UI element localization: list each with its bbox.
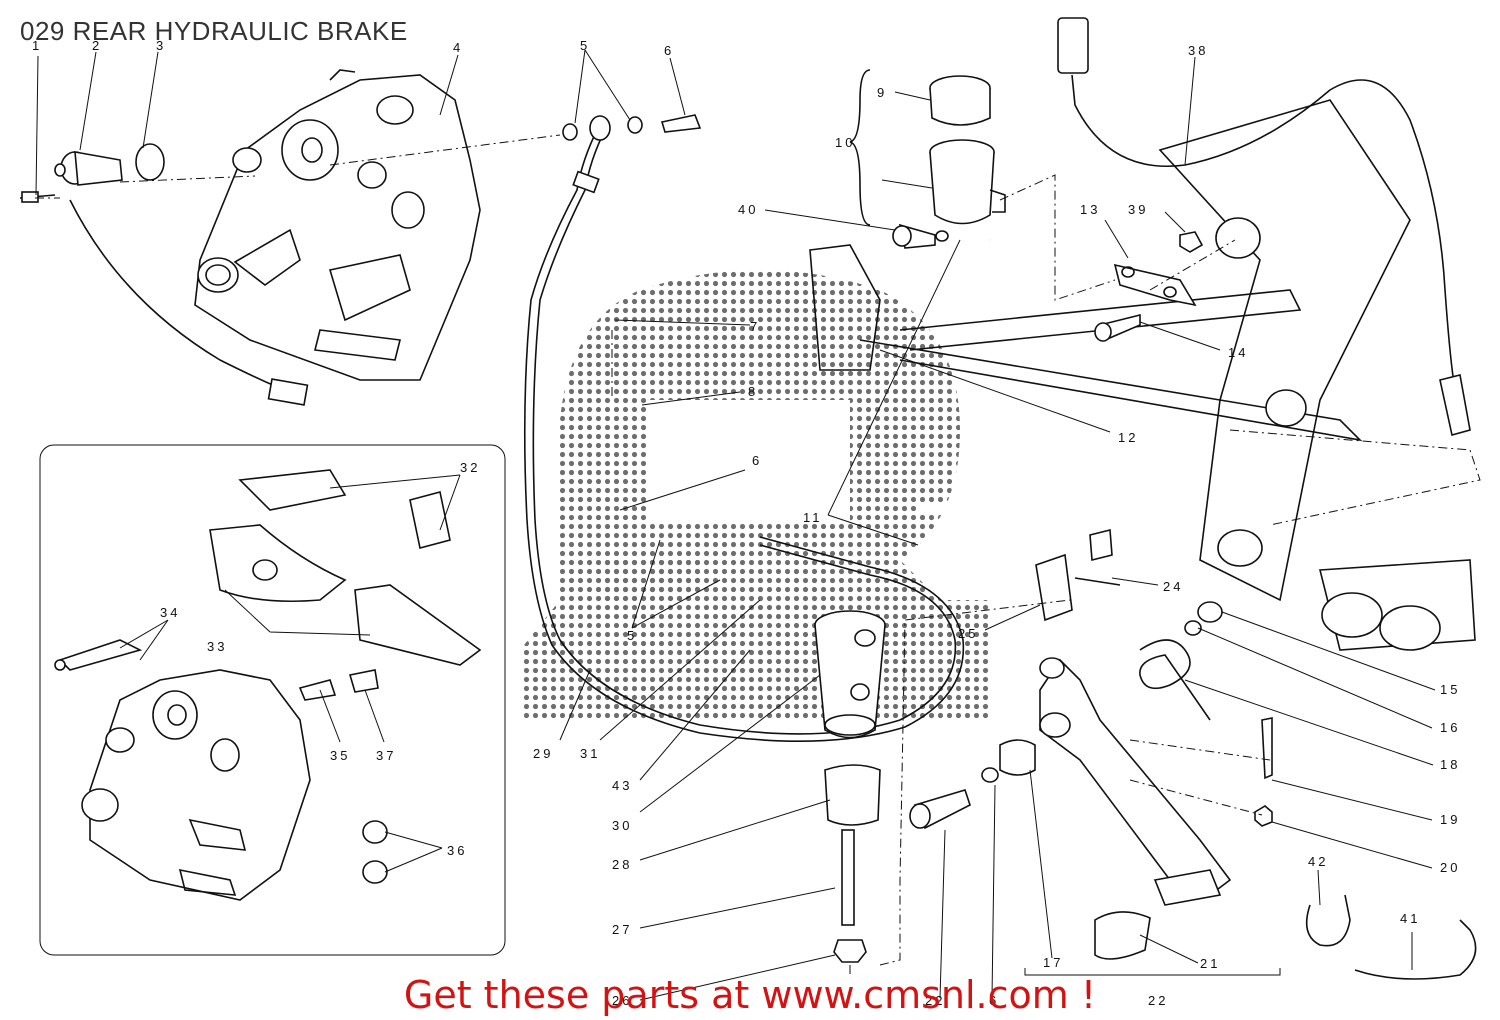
label-5: 5 (580, 38, 590, 53)
label-10: 10 (835, 135, 855, 150)
assembly-guide-lines (35, 134, 1481, 975)
leader-lines (35, 49, 1436, 1001)
label-35: 35 (330, 748, 350, 763)
label-9: 9 (877, 85, 887, 100)
watermark-logo (520, 270, 990, 720)
label-16: 16 (1440, 720, 1460, 735)
label-26: 26 (612, 993, 632, 1008)
label-41: 41 (1400, 911, 1420, 926)
label-7: 7 (750, 319, 760, 334)
label-34: 34 (160, 605, 180, 620)
label-43: 43 (612, 778, 632, 793)
label-12: 12 (1118, 430, 1138, 445)
caliper-inset-box (39, 444, 506, 956)
label-25: 25 (958, 626, 978, 641)
label-29: 29 (533, 746, 553, 761)
label-3: 3 (156, 38, 166, 53)
brake-pedal[interactable] (909, 657, 1232, 960)
label-21: 21 (1200, 956, 1220, 971)
rear-caliper-main[interactable] (194, 69, 481, 381)
label-32: 32 (460, 460, 480, 475)
spring-washers[interactable] (1035, 528, 1273, 827)
parts-promo-banner[interactable]: Get these parts at www.cmsnl.com ! (403, 973, 1097, 1017)
label-11: 11 (803, 510, 823, 525)
label-15: 15 (1440, 682, 1460, 697)
footrest-bracket[interactable] (809, 99, 1476, 651)
label-24: 24 (1163, 579, 1183, 594)
label-31: 31 (580, 746, 600, 761)
inset-caliper[interactable] (54, 469, 482, 901)
diagram-title: 029 REAR HYDRAULIC BRAKE (20, 16, 408, 46)
cable-ties[interactable] (1305, 894, 1477, 980)
label-5b: 5 (627, 628, 637, 643)
brake-fluid-reservoir[interactable] (849, 69, 1036, 515)
brake-light-switch-cable[interactable] (1057, 17, 1471, 436)
label-20: 20 (1440, 860, 1460, 875)
label-42: 42 (1308, 854, 1328, 869)
master-cylinder[interactable] (814, 610, 886, 963)
label-4: 4 (453, 40, 463, 55)
label-8: 8 (748, 384, 758, 399)
label-39: 39 (1128, 202, 1148, 217)
label-6: 6 (664, 43, 674, 58)
label-1: 1 (32, 38, 42, 53)
label-38: 38 (1188, 43, 1208, 58)
label-37: 37 (376, 748, 396, 763)
label-27: 27 (612, 922, 632, 937)
label-6c: 6 (989, 993, 999, 1008)
abs-sensor-cable[interactable] (19, 143, 309, 406)
label-22: 22 (1148, 993, 1168, 1008)
part-labels: 1 2 3 4 5 6 38 9 10 40 13 39 7 14 8 12 6… (32, 38, 1460, 1008)
label-13: 13 (1080, 202, 1100, 217)
brake-hose[interactable] (523, 114, 965, 742)
label-30: 30 (612, 818, 632, 833)
label-40: 40 (738, 202, 758, 217)
reservoir-bracket[interactable] (892, 223, 1204, 342)
label-6b: 6 (752, 453, 762, 468)
label-19: 19 (1440, 812, 1460, 827)
label-2: 2 (92, 38, 102, 53)
label-18: 18 (1440, 757, 1460, 772)
label-14: 14 (1228, 345, 1248, 360)
label-36: 36 (447, 843, 467, 858)
label-28: 28 (612, 857, 632, 872)
label-23: 22 (925, 993, 945, 1008)
label-17: 17 (1043, 955, 1063, 970)
label-33: 33 (207, 639, 227, 654)
